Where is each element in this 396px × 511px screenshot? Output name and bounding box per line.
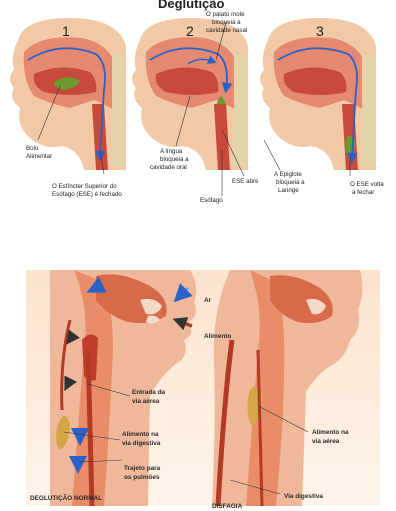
label-ese-fechado: O Esfíncter Superior do Esófago (ESE) é … — [52, 183, 122, 198]
svg-text:Alimentar: Alimentar — [26, 153, 52, 160]
label-ese-abre: ESE abre — [232, 178, 259, 185]
svg-text:via aérea: via aérea — [312, 438, 340, 445]
svg-text:via digestiva: via digestiva — [122, 440, 161, 447]
label-alimento: Alimento — [204, 333, 231, 340]
svg-text:a fechar: a fechar — [352, 189, 374, 196]
label-esofago: Esófago — [200, 197, 223, 204]
panel-number-1: 1 — [62, 23, 70, 39]
svg-text:cavidade oral: cavidade oral — [150, 164, 187, 171]
label-ese-volta: O ESE volta a fechar — [350, 181, 384, 196]
svg-text:os pulmões: os pulmões — [124, 474, 160, 481]
svg-text:Ar: Ar — [204, 297, 212, 304]
svg-text:Esófago: Esófago — [200, 197, 223, 204]
svg-text:DISFAGIA: DISFAGIA — [212, 503, 243, 510]
label-via-digestiva: Via digestiva — [284, 493, 323, 500]
panel-number-3: 3 — [316, 23, 324, 39]
svg-text:Esófago (ESE) é fechado: Esófago (ESE) é fechado — [52, 191, 122, 198]
svg-text:Laringe: Laringe — [278, 187, 299, 194]
svg-text:O Esfíncter Superior do: O Esfíncter Superior do — [52, 183, 117, 190]
svg-text:Bolo: Bolo — [26, 145, 39, 152]
svg-text:via aérea: via aérea — [132, 398, 160, 405]
label-ar: Ar — [204, 297, 212, 304]
svg-text:Alimento: Alimento — [204, 333, 231, 340]
svg-text:ESE abre: ESE abre — [232, 178, 259, 185]
svg-text:Alimento na: Alimento na — [312, 429, 349, 436]
svg-text:O palato mole: O palato mole — [206, 11, 245, 18]
panel-2-head-illustration — [132, 18, 248, 170]
label-palato-mole: O palato mole bloqueia a cavidade nasal — [206, 11, 247, 34]
label-disfagia: DISFAGIA — [212, 503, 243, 510]
svg-text:Via digestiva: Via digestiva — [284, 493, 323, 500]
page-title: Deglutição — [158, 0, 225, 11]
svg-text:bloqueia a: bloqueia a — [212, 19, 241, 26]
svg-text:DEGLUTIÇÃO NORMAL: DEGLUTIÇÃO NORMAL — [30, 493, 102, 502]
label-bolo-alimentar: Bolo Alimentar — [26, 145, 52, 160]
bottom-illustration — [26, 270, 380, 506]
label-epiglote: A Epiglote bloqueia a Laringe — [274, 171, 305, 194]
svg-text:bloqueia a: bloqueia a — [276, 179, 305, 186]
svg-text:cavidade nasal: cavidade nasal — [206, 27, 247, 34]
panel-3-head-illustration — [260, 18, 376, 170]
label-degluticao-normal: DEGLUTIÇÃO NORMAL — [30, 493, 102, 502]
svg-text:Trajeto para: Trajeto para — [124, 465, 161, 472]
label-lingua: A língua bloqueia a cavidade oral — [150, 148, 189, 171]
svg-text:A língua: A língua — [160, 148, 183, 155]
panel-number-2: 2 — [186, 23, 194, 39]
svg-text:Alimento na: Alimento na — [122, 431, 159, 438]
svg-text:bloqueia a: bloqueia a — [160, 156, 189, 163]
svg-text:Entrada da: Entrada da — [132, 389, 165, 396]
svg-text:A Epiglote: A Epiglote — [274, 171, 302, 178]
svg-text:O ESE volta: O ESE volta — [350, 181, 384, 188]
